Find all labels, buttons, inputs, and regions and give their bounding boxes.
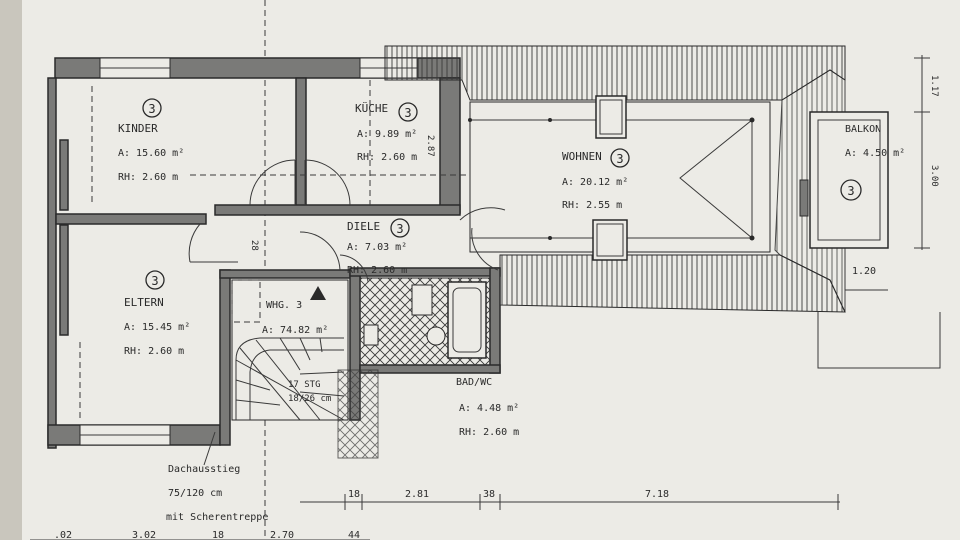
dim-label: .02 [54, 530, 72, 540]
balcony [799, 111, 941, 369]
room-name: BALKON [845, 124, 881, 135]
room-marker [142, 98, 162, 118]
stairs-steps: 17 STG [288, 380, 321, 390]
room-marker-text: 3 [847, 184, 854, 198]
room-name: KÜCHE [355, 102, 388, 115]
room-name: BAD/WC [456, 377, 492, 388]
paper-shadow [0, 0, 22, 540]
dimension-chain-bottom: 18 2.81 38 7.18 [300, 489, 840, 510]
room-bad: BAD/WC A: 4.48 m² RH: 2.60 m [456, 377, 519, 438]
dimension-chain-lower: .02 3.02 18 2.70 44 [30, 530, 370, 540]
dim-small-28: 28 [249, 240, 259, 251]
room-area: A: 7.03 m² [347, 242, 407, 253]
apartment-label: WHG. 3 [266, 300, 302, 311]
dim-label: 1.17 [929, 75, 939, 97]
room-height: RH: 2.60 m [459, 427, 519, 438]
stairs-size: 18/26 cm [288, 394, 331, 404]
dim-label: 18 [212, 530, 224, 540]
room-area: A: 15.60 m² [118, 148, 184, 159]
dim-label: 2.81 [405, 489, 429, 500]
doors [188, 159, 506, 283]
dim-label: 7.18 [645, 489, 669, 500]
apartment-area: A: 74.82 m² [262, 325, 328, 336]
hatch-line2: 75/120 cm [168, 488, 222, 499]
room-balkon: BALKON A: 4.50 m² 3 [840, 124, 905, 201]
hatch-line1: Dachausstieg [168, 464, 240, 475]
room-area: A: 4.50 m² [845, 148, 905, 159]
room-area: A: 15.45 m² [124, 322, 190, 333]
hatch-line3: mit Scherentreppe [166, 512, 268, 523]
dim-label: 18 [348, 489, 360, 500]
room-marker-text: 3 [148, 102, 155, 116]
room-kinder: 3 KINDER A: 15.60 m² RH: 2.60 m [118, 98, 184, 183]
room-marker [145, 270, 165, 290]
room-height: RH: 2.60 m [357, 152, 417, 163]
room-marker-text: 3 [616, 152, 623, 166]
room-diele: DIELE 3 A: 7.03 m² RH: 2.60 m [347, 218, 410, 276]
dim-label: 2.70 [270, 530, 294, 540]
room-eltern: 3 ELTERN A: 15.45 m² RH: 2.60 m [124, 270, 190, 357]
room-name: DIELE [347, 220, 380, 233]
room-area: A: 4.48 m² [459, 403, 519, 414]
room-area: A: 9.89 m² [357, 129, 417, 140]
room-wohnen: 3 WOHNEN A: 20.12 m² RH: 2.55 m [562, 148, 630, 211]
room-name: WOHNEN [562, 150, 602, 163]
room-marker-text: 3 [404, 106, 411, 120]
roof-hatch-note: Dachausstieg 75/120 cm mit Scherentreppe [166, 431, 268, 523]
room-height: RH: 2.60 m [347, 265, 407, 276]
room-marker [840, 179, 862, 201]
room-kueche: 3 KÜCHE A: 9.89 m² RH: 2.60 m [355, 102, 418, 163]
dim-label: 44 [348, 530, 360, 540]
dimension-chain-right: 1.17 3.00 1.20 [852, 55, 939, 277]
room-marker-text: 3 [396, 222, 403, 236]
room-marker [610, 148, 630, 168]
dim-label: 1.20 [852, 266, 876, 277]
room-marker-text: 3 [151, 274, 158, 288]
stairs-info: 17 STG 18/26 cm [288, 380, 331, 404]
dim-label: 3.02 [132, 530, 156, 540]
apartment-info: WHG. 3 A: 74.82 m² [262, 300, 328, 336]
dim-label: 3.00 [929, 165, 939, 187]
staircase [231, 279, 379, 459]
room-outlines [79, 80, 470, 420]
room-marker [398, 102, 418, 122]
room-height: RH: 2.60 m [118, 172, 178, 183]
dim-small-287: 2.87 [425, 135, 435, 157]
dim-label: 38 [483, 489, 495, 500]
room-height: RH: 2.60 m [124, 346, 184, 357]
room-name: KINDER [118, 122, 158, 135]
bathroom-tiles [359, 277, 491, 366]
room-marker [390, 218, 410, 238]
room-name: ELTERN [124, 296, 164, 309]
room-height: RH: 2.55 m [562, 200, 622, 211]
room-area: A: 20.12 m² [562, 177, 628, 188]
